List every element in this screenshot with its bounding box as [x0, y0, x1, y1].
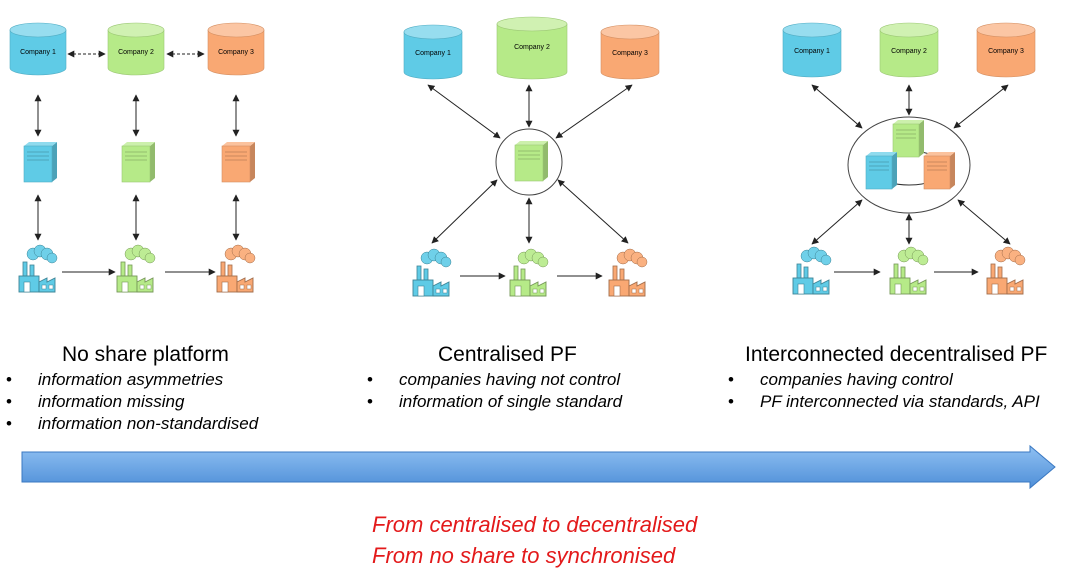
panel3-db-hub-arrow	[811, 84, 863, 129]
panel2-company3-database-icon	[600, 24, 660, 80]
panel2-company3-factory-icon	[608, 248, 648, 297]
panel3-bullet: companies having control	[728, 369, 1040, 391]
panel2-bullets: companies having not control information…	[367, 369, 622, 413]
panel3-company1-factory-icon	[792, 246, 832, 295]
panel3-company1-label: Company 1	[794, 48, 830, 55]
progression-arrow	[21, 444, 1056, 490]
panel2-company1-database-icon	[403, 24, 463, 80]
panel3-company3-database-icon	[976, 22, 1036, 78]
panel1-company1-server-icon	[23, 142, 57, 183]
panel3-server-icon	[892, 120, 924, 158]
panel2-hub-factory-arrow	[431, 179, 498, 244]
panel3-company2-database-icon	[879, 22, 939, 78]
panel1-company2-factory-icon	[116, 244, 156, 293]
panel1-company1-factory-icon	[18, 244, 58, 293]
panel1-company3-label: Company 3	[218, 49, 254, 56]
panel2-hub-factory-arrow	[557, 179, 629, 244]
panel1-bullet: information missing	[6, 391, 258, 413]
panel3-server-icon	[865, 152, 897, 190]
panel3-db-hub-arrow	[953, 84, 1009, 129]
panel1-company2-server-icon	[121, 142, 155, 183]
panel3-company1-database-icon	[782, 22, 842, 78]
panel1-bullet: information asymmetries	[6, 369, 258, 391]
panel3-bullets: companies having control PF interconnect…	[728, 369, 1040, 413]
panel2-central-server-icon	[514, 141, 548, 182]
panel2-title: Centralised PF	[438, 343, 577, 366]
panel1-company2-label: Company 2	[118, 49, 154, 56]
panel2-company2-database-icon	[496, 16, 568, 80]
panel2-bullet: information of single standard	[367, 391, 622, 413]
panel1-company3-factory-icon	[216, 244, 256, 293]
panel2-company2-factory-icon	[509, 248, 549, 297]
panel3-company3-label: Company 3	[988, 48, 1024, 55]
conclusion-line-2: From no share to synchronised	[372, 543, 676, 568]
panel3-server-icon	[923, 152, 955, 190]
panel1-company3-database-icon	[207, 22, 265, 76]
panel2-db-hub-arrow	[555, 84, 633, 139]
panel2-company2-label: Company 2	[514, 44, 550, 51]
panel1-bullet: information non-standardised	[6, 413, 258, 435]
panel2-company1-factory-icon	[412, 248, 452, 297]
panel3-bullet: PF interconnected via standards, API	[728, 391, 1040, 413]
panel2-bullet: companies having not control	[367, 369, 622, 391]
panel1-company2-database-icon	[107, 22, 165, 76]
panel2-company1-label: Company 1	[415, 50, 451, 57]
panel3-company2-factory-icon	[889, 246, 929, 295]
panel3-interconnect-ring	[847, 116, 971, 214]
panel1-company1-database-icon	[9, 22, 67, 76]
panel1-company1-label: Company 1	[20, 49, 56, 56]
panel1-company3-server-icon	[221, 142, 255, 183]
panel2-central-platform-circle	[495, 128, 563, 196]
panel1-bullets: information asymmetries information miss…	[6, 369, 258, 435]
panel2-db-hub-arrow	[427, 84, 501, 139]
panel3-hub-factory-arrow	[957, 199, 1011, 245]
panel2-company3-label: Company 3	[612, 50, 648, 57]
panel3-hub-factory-arrow	[811, 199, 863, 245]
panel3-company3-factory-icon	[986, 246, 1026, 295]
panel3-company2-label: Company 2	[891, 48, 927, 55]
panel3-title: Interconnected decentralised PF	[745, 343, 1048, 366]
panel1-title: No share platform	[62, 343, 229, 366]
conclusion-line-1: From centralised to decentralised	[372, 512, 698, 537]
